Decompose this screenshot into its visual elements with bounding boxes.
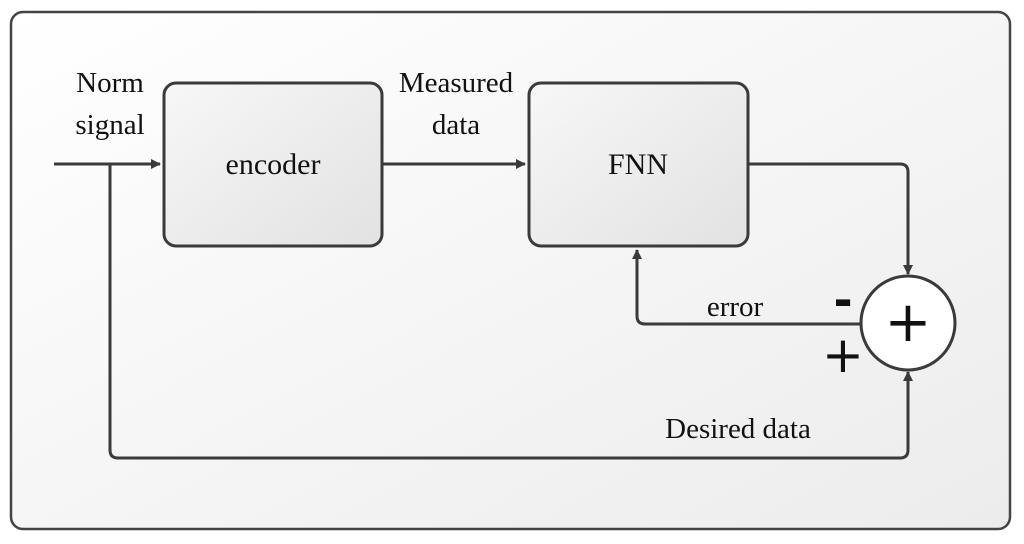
summing-junction-symbol: + <box>885 290 932 355</box>
desired-data-label: Desired data <box>665 413 811 445</box>
fnn-block-label: FNN <box>608 148 668 181</box>
input-label-line1: Norm <box>76 67 144 99</box>
measured-data-label-line2: data <box>432 109 480 141</box>
encoder-block-label: encoder <box>226 148 321 181</box>
minus-sign: - <box>833 273 852 327</box>
error-label: error <box>707 291 764 323</box>
error-feedback-arrow <box>632 249 861 326</box>
fnn-output-arrow <box>748 162 913 275</box>
desired-data-arrow <box>108 164 913 460</box>
input-label-line2: signal <box>75 109 144 141</box>
plus-sign: + <box>822 326 864 384</box>
measured-data-label-line1: Measured <box>399 67 514 99</box>
